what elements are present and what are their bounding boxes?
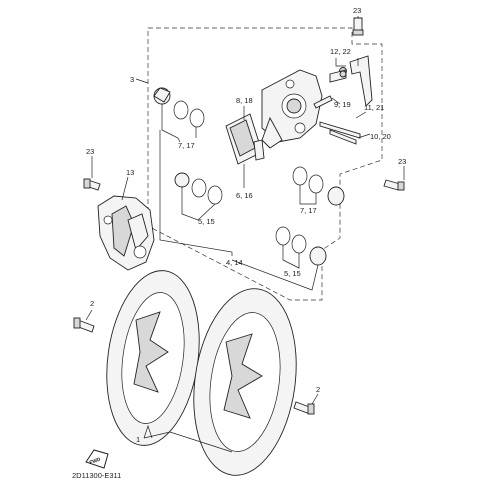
fwd-mark: FWD [89,456,102,466]
dust-seal-right [292,166,308,186]
caliper-body-upper [261,69,323,149]
callout-1: 1 [136,435,140,444]
dust-seal-upper [173,100,189,120]
piston-seal-upper [189,108,205,128]
callout-10-20: 10, 20 [370,132,391,141]
diagram-code: 2D11300-E311 [72,471,121,480]
callout-3: 3 [130,75,134,84]
callout-23-top: 23 [353,6,361,15]
caliper-assembly-boundary [147,27,383,301]
callout-7-17-top: 7, 17 [178,141,195,150]
callout-7-17-bottom: 7, 17 [300,206,317,215]
callout-5-15-bottom: 5, 15 [284,269,301,278]
caliper-assembly-left [97,195,155,271]
piston-lower-left [174,172,190,188]
callout-2-right: 2 [316,385,320,394]
callout-labels: 23 12, 22 3 8, 18 9, 19 11, 21 10, 20 7,… [86,6,406,444]
callout-8-18: 8, 18 [236,96,253,105]
piston-lower-right [309,246,327,266]
piston-seal-lower-left [207,185,223,205]
brake-disc-right [193,288,297,476]
callout-11-21: 11, 21 [364,103,384,112]
piston-seal-right [308,174,324,194]
callout-6-16: 6, 16 [236,191,253,200]
caliper-bolt-right [383,179,405,191]
brake-pad [225,113,265,165]
brake-disc-left [106,270,200,446]
piston-seal-lower-right [291,234,307,254]
disc-bolt-left [73,317,95,333]
pad-pin-lower [319,121,361,145]
disc-bolt-right [293,401,315,415]
piston-right [327,186,345,206]
callout-13: 13 [126,168,134,177]
callout-4-14: 4, 14 [226,258,243,267]
dust-seal-lower-left [191,178,207,198]
callout-23-left: 23 [86,147,94,156]
callout-5-15-top: 5, 15 [198,217,215,226]
forward-arrow-icon: FWD [85,449,109,469]
callout-12-22: 12, 22 [330,47,351,56]
callout-2-left: 2 [90,299,94,308]
piston-upper [153,87,171,105]
callout-9-19: 9, 19 [334,100,351,109]
caliper-bolt-left [83,178,101,191]
pad-pin-upper [313,95,333,109]
pad-spring-clip [339,55,373,107]
dust-seal-lower-right [275,226,291,246]
callout-23-right: 23 [398,157,406,166]
caliper-bolt-top [352,17,364,36]
leader-lines [85,16,405,453]
bleed-screw [329,69,347,83]
